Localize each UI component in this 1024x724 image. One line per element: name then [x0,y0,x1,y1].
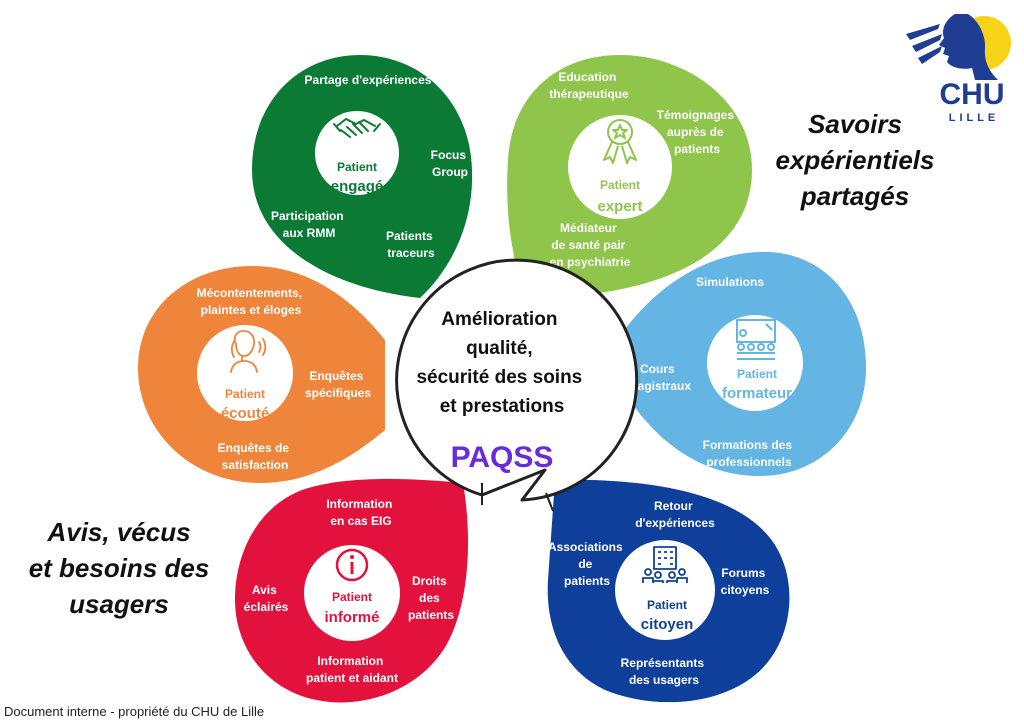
award-ribbon-icon [603,119,637,164]
informe-item-2: Droits des patients [408,574,454,622]
savoirs-heading: Savoirs expérientiels partagés [755,106,955,214]
engage-inner-circle [315,111,399,195]
formateur-item-0: Simulations [696,275,764,289]
savoirs-line-2: partagés [800,181,910,211]
informe-item-0: Information en cas EIG [326,497,395,528]
ecoute-item-2: Enquêtes de satisfaction [218,441,293,472]
avis-line-1: et besoins des [28,553,210,583]
logo-chu-text: CHU [940,78,1005,111]
informe-name-label: informé [324,609,379,626]
paqss-label: PAQSS [451,441,554,474]
formateur-item-1: Cours magistraux [627,362,691,393]
footer-note: Document interne - propriété du CHU de L… [4,704,265,719]
engage-patient-label: Patient [337,160,377,174]
formateur-item-2: Formations des professionnels [703,438,796,469]
center-bubble: Amélioration qualité, sécurité des soins… [395,258,639,512]
expert-item-1: Témoignages auprès de patients [657,108,738,156]
ecoute-item-1: Enquêtes spécifiques [305,369,371,400]
formateur-patient-label: Patient [737,367,777,381]
engage-item-2: Participation aux RMM [271,209,347,240]
petal-patient-engage: Patient engagé Partage d'expériences Foc… [252,55,473,298]
center-title: Amélioration qualité, sécurité des soins… [416,309,587,417]
formateur-inner-circle [707,315,803,411]
ecoute-item-0: Mécontentements, plaintes et éloges [197,286,306,317]
person-speaking-icon [230,330,267,373]
citoyen-name-label: citoyen [641,616,694,633]
citoyen-item-0: Retour d'expériences [635,499,715,530]
bubble-tail-tick-right [545,492,554,512]
citoyen-inner-circle [615,540,715,640]
petal-patient-ecoute: Patient écouté Mécontentements, plaintes… [138,266,385,483]
petal-patient-informe: Patient informé Information en cas EIG A… [235,478,469,703]
citoyen-patient-label: Patient [647,598,687,612]
citoyen-item-1: Associations de patients [548,540,626,588]
petal-patient-formateur: Patient formateur Simulations Cours magi… [617,251,866,476]
info-icon [335,548,369,582]
expert-patient-label: Patient [600,178,640,192]
engage-item-3: Patients traceurs [386,229,436,260]
savoirs-line-1: expérientiels [775,145,935,175]
informe-item-1: Avis éclairés [244,583,289,614]
engage-item-0: Partage d'expériences [305,73,432,87]
petal-patient-expert: Patient expert Education thérapeutique T… [507,55,752,298]
community-building-icon [642,546,688,583]
expert-item-0: Education thérapeutique [549,70,629,101]
logo-face-profile-icon [939,14,998,80]
logo-wing-icon [906,24,942,64]
informe-patient-label: Patient [332,590,372,604]
expert-name-label: expert [597,198,642,215]
formateur-name-label: formateur [722,385,792,402]
citoyen-item-2: Forums citoyens [721,566,770,597]
ecoute-patient-label: Patient [225,387,265,401]
expert-item-2: Médiateur de santé pair en psychiatrie [550,221,631,269]
petal-patient-citoyen: Patient citoyen Retour d'expériences Ass… [547,479,790,703]
avis-line-2: usagers [69,589,169,619]
avis-line-0: Avis, vécus [47,517,191,547]
expert-inner-circle [568,115,672,219]
chu-lille-logo: CHU LILLE [906,14,1011,124]
handshake-icon [333,118,381,138]
classroom-icon [736,319,776,360]
ecoute-inner-circle [197,325,293,421]
engage-name-label: engagé [331,178,384,195]
ecoute-name-label: écouté [221,405,269,422]
engage-item-1: Focus Group [431,148,470,179]
informe-inner-circle [304,545,400,641]
citoyen-item-3: Représentants des usagers [621,656,708,687]
avis-heading: Avis, vécus et besoins des usagers [14,514,224,622]
center-bubble-shape [395,258,639,502]
logo-lille-text: LILLE [949,112,1000,124]
savoirs-line-0: Savoirs [808,109,902,139]
informe-item-3: Information patient et aidant [306,654,398,685]
